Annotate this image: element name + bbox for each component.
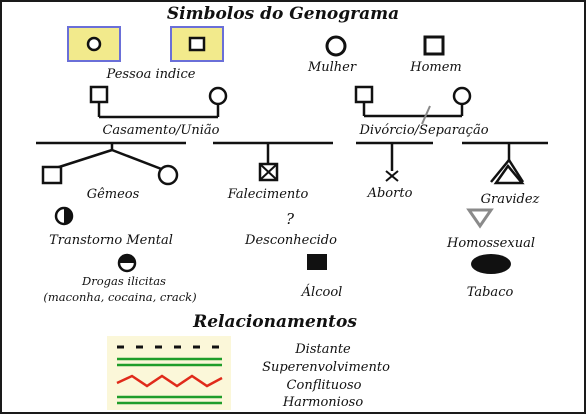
tobacco-ellipse-icon [471,254,511,274]
diagram-title: Simbolos do Genograma [167,4,399,24]
label-divorcio: Divórcio/Separação [358,123,488,138]
index-person-male-symbol [170,26,224,62]
label-transtorno: Transtorno Mental [49,233,173,248]
homosexual-triangle-icon [466,208,494,229]
unknown-question-icon: ? [286,210,295,228]
label-pessoa-indice: Pessoa indice [106,67,196,82]
woman-symbol [325,35,347,57]
illicit-drugs-symbol [117,253,137,273]
alcohol-square-icon [307,254,327,270]
label-drogas-line2: (maconha, cocaina, crack) [43,290,196,304]
label-gravidez: Gravidez [481,192,540,207]
label-drogas-line1: Drogas ilicitas [81,274,166,288]
twins-symbol [36,141,186,186]
divorce-symbol [354,85,472,125]
marriage-symbol [89,85,228,119]
death-symbol [213,141,333,182]
label-mulher: Mulher [307,60,357,75]
label-falecimento: Falecimento [227,187,309,202]
label-alcool: Álcool [301,284,343,300]
relationship-label-superenvolvimento: Superenvolvimento [262,360,390,375]
label-homossexual: Homossexual [446,236,535,251]
relationship-label-distante: Distante [294,342,351,357]
label-gemeos: Gêmeos [87,187,140,202]
index-person-female-symbol [67,26,121,62]
man-symbol [423,35,445,56]
abortion-symbol [356,141,433,182]
harmonious-lines-icon [117,395,222,405]
pregnancy-symbol [462,141,548,185]
label-tabaco: Tabaco [467,285,514,300]
mental-disorder-symbol [54,206,74,226]
label-aborto: Aborto [367,186,413,201]
label-homem: Homem [409,60,462,75]
label-casamento: Casamento/União [102,123,219,138]
relationships-title: Relacionamentos [192,312,357,332]
label-desconhecido: Desconhecido [244,233,337,248]
relationship-label-conflituoso: Conflituoso [287,378,362,393]
conflict-zigzag-icon [116,374,223,388]
overinvolvement-lines-icon [117,357,222,367]
relationship-label-harmonioso: Harmonioso [282,395,363,410]
